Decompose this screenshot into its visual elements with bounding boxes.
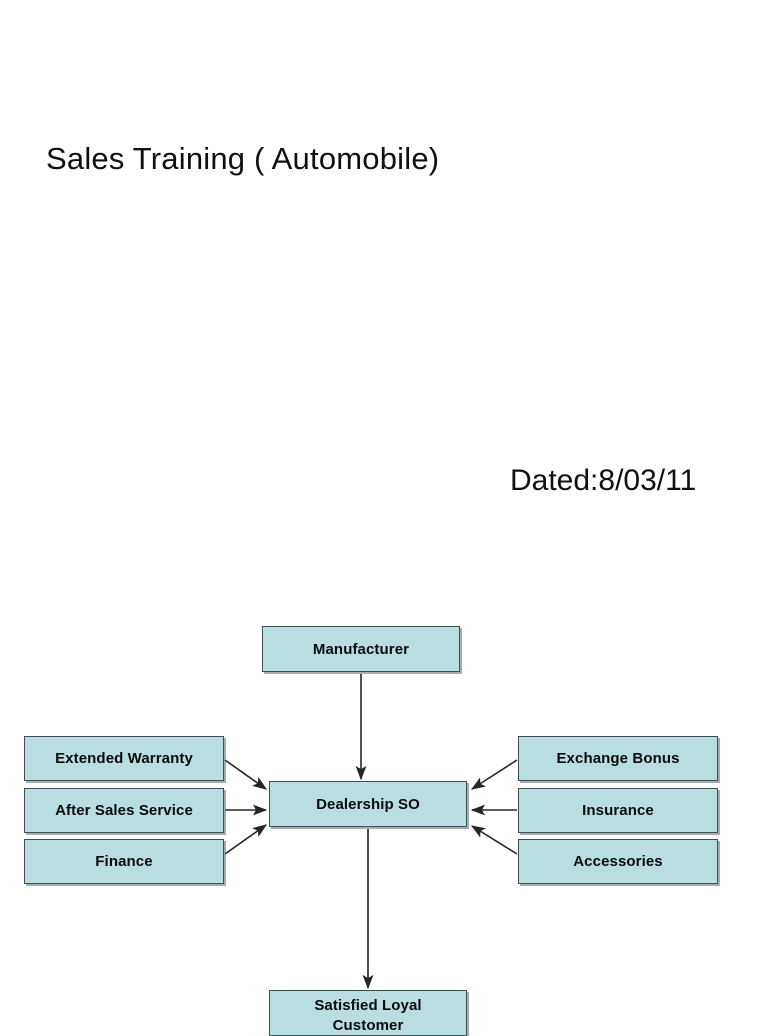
node-exchange-bonus[interactable]: Exchange Bonus bbox=[518, 736, 718, 781]
arrow-finance-to-dealership bbox=[224, 824, 268, 855]
slide-date: Dated:8/03/11 bbox=[510, 464, 697, 497]
node-satisfied-loyal-customer-label: Satisfied Loyal Customer bbox=[314, 997, 422, 1034]
node-finance-label: Finance bbox=[95, 853, 153, 870]
node-insurance[interactable]: Insurance bbox=[518, 788, 718, 833]
node-accessories-label: Accessories bbox=[573, 853, 663, 870]
node-accessories[interactable]: Accessories bbox=[518, 839, 718, 884]
node-finance[interactable]: Finance bbox=[24, 839, 224, 884]
node-manufacturer-label: Manufacturer bbox=[312, 640, 410, 658]
node-dealership-so[interactable]: Dealership SO bbox=[269, 781, 467, 827]
arrow-extended-warranty-to-dealership bbox=[224, 759, 268, 790]
node-satisfied-loyal-customer[interactable]: Satisfied Loyal Customer bbox=[269, 990, 467, 1036]
node-extended-warranty-label: Extended Warranty bbox=[55, 750, 193, 767]
node-insurance-label: Insurance bbox=[582, 802, 654, 819]
node-after-sales-service[interactable]: After Sales Service bbox=[24, 788, 224, 833]
page-title: Sales Training ( Automobile) bbox=[46, 141, 440, 176]
node-after-sales-service-label: After Sales Service bbox=[55, 802, 193, 819]
node-dealership-so-label: Dealership SO bbox=[316, 795, 420, 813]
node-manufacturer[interactable]: Manufacturer bbox=[262, 626, 460, 672]
arrow-exchange-bonus-to-dealership bbox=[470, 759, 518, 790]
node-exchange-bonus-label: Exchange Bonus bbox=[556, 750, 680, 767]
node-extended-warranty[interactable]: Extended Warranty bbox=[24, 736, 224, 781]
arrow-accessories-to-dealership bbox=[470, 825, 518, 855]
